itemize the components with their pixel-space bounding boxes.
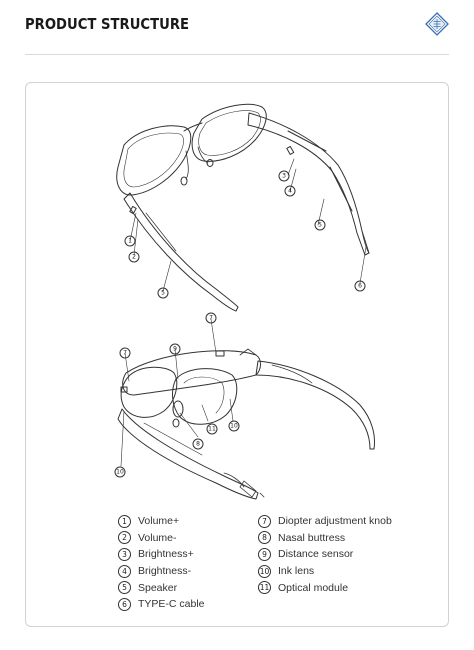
callouts-top: [124, 170, 366, 299]
callout-label: 5: [318, 222, 322, 229]
callout-label: 5: [161, 290, 165, 297]
legend-number: 6: [118, 597, 131, 611]
callout-label: 1: [128, 238, 132, 245]
legend-label: Brightness+: [138, 548, 194, 561]
legend-number: 7: [258, 514, 271, 528]
callout-label: 8: [196, 441, 200, 448]
callouts-bottom: [114, 312, 240, 478]
legend-number: 1: [118, 514, 131, 528]
callout-label: 4: [288, 188, 292, 195]
legend-item: 2 Volume-: [118, 530, 205, 547]
legend-label: Speaker: [138, 581, 178, 594]
glasses-bottom-view: [117, 348, 375, 500]
page-title: PRODUCT STRUCTURE: [25, 15, 190, 33]
legend-label: Volume+: [138, 515, 180, 528]
header-divider: [25, 54, 449, 55]
glasses-top-view: [116, 103, 370, 312]
legend-item: 1 Volume+: [118, 513, 205, 530]
callout-label: 9: [173, 346, 177, 353]
legend-number: 9: [258, 547, 271, 561]
legend-label: Optical module: [278, 581, 349, 594]
legend-item: 8 Nasal buttress: [258, 530, 392, 547]
product-diagram-card: 3 4 1 2 5 5 6 7 7 9 8 11 10 10 1 Volume+ …: [25, 82, 449, 627]
legend-number: 10: [258, 564, 271, 578]
legend-label: Volume-: [138, 531, 177, 544]
legend-item: 4 Brightness-: [118, 563, 205, 580]
legend-number: 8: [258, 531, 271, 545]
callout-label: 6: [358, 283, 362, 290]
legend-label: Ink lens: [278, 565, 315, 578]
callout-label: 10: [116, 469, 124, 476]
legend-label: Diopter adjustment knob: [278, 515, 392, 528]
brand-logo-icon: [425, 12, 449, 36]
callout-label: 2: [132, 254, 136, 261]
callout-label: 11: [208, 426, 216, 433]
callout-label: 7: [209, 315, 213, 322]
legend-right-column: 7 Diopter adjustment knob 8 Nasal buttress…: [258, 513, 392, 596]
legend-item: 6 TYPE-C cable: [118, 596, 205, 613]
legend-item: 5 Speaker: [118, 579, 205, 596]
legend-item: 7 Diopter adjustment knob: [258, 513, 392, 530]
legend-number: 11: [258, 581, 271, 595]
legend-item: 3 Brightness+: [118, 546, 205, 563]
callout-leader-lines: [120, 158, 367, 467]
legend-label: Nasal buttress: [278, 531, 346, 544]
callout-label: 3: [282, 173, 286, 180]
legend-number: 4: [118, 564, 131, 578]
legend-item: 9 Distance sensor: [258, 546, 392, 563]
legend-item: 11 Optical module: [258, 579, 392, 596]
legend-item: 10 Ink lens: [258, 563, 392, 580]
legend-label: Brightness-: [138, 565, 192, 578]
legend-left-column: 1 Volume+ 2 Volume- 3 Brightness+ 4 Brightne…: [118, 513, 205, 613]
legend-label: Distance sensor: [278, 548, 354, 561]
callout-label: 10: [230, 423, 238, 430]
glasses-illustration: 3 4 1 2 5 5 6 7 7 9 8 11 10 10: [114, 103, 375, 500]
legend-label: TYPE-C cable: [138, 598, 205, 611]
legend-number: 5: [118, 581, 131, 595]
legend-number: 2: [118, 531, 131, 545]
page-header: PRODUCT STRUCTURE: [25, 12, 449, 42]
callout-label: 7: [123, 350, 127, 357]
legend-number: 3: [118, 547, 131, 561]
